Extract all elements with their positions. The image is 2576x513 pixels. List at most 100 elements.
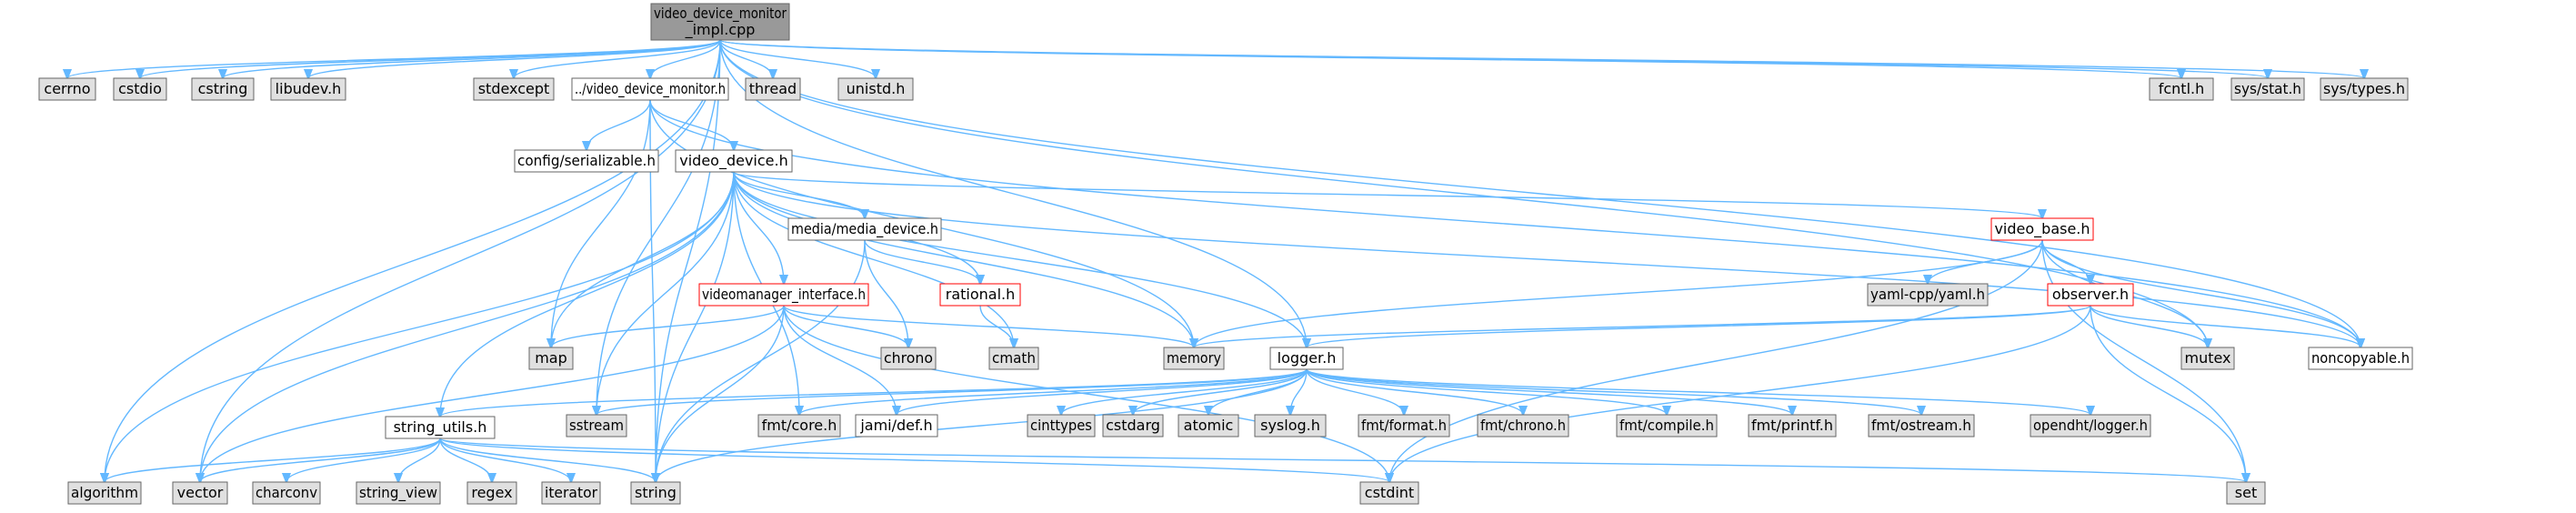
node-thread[interactable]: thread [745, 77, 801, 101]
node-logger[interactable]: logger.h [1269, 347, 1344, 370]
node-algorithm[interactable]: algorithm [67, 481, 142, 505]
node-cmath[interactable]: cmath [988, 347, 1039, 370]
edge-logger-to-jamidef [897, 368, 1308, 415]
node-systypes[interactable]: sys/types.h [2320, 77, 2409, 101]
node-cstdarg[interactable]: cstdarg [1102, 414, 1164, 438]
edge-videobase-to-noncopyable [2041, 239, 2360, 347]
node-sysstat[interactable]: sys/stat.h [2230, 77, 2305, 101]
node-fmtcompile-label: fmt/compile.h [1619, 417, 1714, 434]
node-string-label: string [635, 484, 677, 501]
node-mediadevice[interactable]: media/media_device.h [787, 217, 942, 241]
node-memory[interactable]: memory [1163, 347, 1225, 370]
node-fcntl-label: fcntl.h [2159, 80, 2205, 97]
node-cstring-label: cstring [198, 80, 248, 97]
node-jamidef[interactable]: jami/def.h [855, 414, 938, 438]
node-atomic[interactable]: atomic [1178, 414, 1239, 438]
node-cinttypes-label: cinttypes [1030, 417, 1092, 434]
node-set-label: set [2235, 484, 2257, 501]
node-iterator[interactable]: iterator [541, 481, 601, 505]
edge-root-to-libudev [308, 39, 721, 78]
node-yaml[interactable]: yaml-cpp/yaml.h [1867, 283, 1989, 307]
node-set[interactable]: set [2226, 481, 2266, 505]
node-vdm[interactable]: ../video_device_monitor.h [571, 77, 729, 101]
node-rational-label: rational.h [946, 286, 1016, 303]
edge-vminterface-to-memory [783, 305, 1194, 347]
node-rational-box [939, 283, 1021, 307]
edge-logger-to-sstream [596, 368, 1308, 415]
edge-logger-to-string [656, 368, 1308, 482]
node-atomic-label: atomic [1184, 417, 1234, 434]
edge-vdm-to-noncopyable [649, 99, 2360, 347]
edge-logger-to-fmtformat [1306, 368, 1404, 415]
node-unistd[interactable]: unistd.h [837, 77, 914, 101]
node-serializable[interactable]: config/serializable.h [514, 149, 659, 173]
node-cstdio-label: cstdio [118, 80, 162, 97]
node-cmath-label: cmath [992, 349, 1036, 367]
node-fmtostream[interactable]: fmt/ostream.h [1868, 414, 1975, 438]
node-serializable-box [514, 149, 659, 173]
node-charconv[interactable]: charconv [252, 481, 321, 505]
edge-logger-to-fmtchrono [1306, 368, 1523, 415]
node-noncopyable[interactable]: noncopyable.h [2308, 347, 2413, 370]
node-videodevice[interactable]: video_device.h [675, 149, 793, 173]
edge-vminterface-to-vector [200, 305, 785, 482]
node-syslog[interactable]: syslog.h [1254, 414, 1327, 438]
edge-logger-to-fmtostream [1306, 368, 1921, 415]
node-memory-box [1163, 347, 1225, 370]
node-serializable-label: config/serializable.h [517, 152, 656, 169]
node-vminterface[interactable]: videomanager_interface.h [698, 283, 869, 307]
edge-root-to-thread [719, 39, 773, 78]
node-fmtcore[interactable]: fmt/core.h [757, 414, 841, 438]
node-vector[interactable]: vector [172, 481, 228, 505]
node-map[interactable]: map [528, 347, 574, 370]
node-cstring[interactable]: cstring [191, 77, 255, 101]
node-fmtcompile[interactable]: fmt/compile.h [1616, 414, 1718, 438]
node-iterator-label: iterator [545, 484, 597, 501]
node-sstream-box [566, 414, 627, 438]
node-systypes-label: sys/types.h [2323, 80, 2405, 97]
edge-root-to-unistd [719, 39, 876, 78]
node-libudev[interactable]: libudev.h [270, 77, 346, 101]
edge-videodevice-to-mediadevice [733, 171, 865, 218]
node-cstdio-box [113, 77, 167, 101]
node-fmtostream-label: fmt/ostream.h [1871, 417, 1971, 434]
node-cstdint[interactable]: cstdint [1359, 481, 1419, 505]
edge-stringutils-to-cstdint [439, 438, 1389, 482]
node-algorithm-box [67, 481, 142, 505]
node-opendhtlogger[interactable]: opendht/logger.h [2030, 414, 2151, 438]
node-fmtformat[interactable]: fmt/format.h [1358, 414, 1450, 438]
node-fmtchrono[interactable]: fmt/chrono.h [1477, 414, 1569, 438]
node-cerrno[interactable]: cerrno [38, 77, 96, 101]
node-mutex-box [2180, 347, 2235, 370]
node-cstdio[interactable]: cstdio [113, 77, 167, 101]
node-stringutils[interactable]: string_utils.h [385, 416, 496, 439]
node-stringview[interactable]: string_view [356, 481, 441, 505]
node-mutex[interactable]: mutex [2180, 347, 2235, 370]
node-string[interactable]: string [630, 481, 681, 505]
node-fcntl[interactable]: fcntl.h [2149, 77, 2214, 101]
node-fcntl-box [2149, 77, 2214, 101]
node-sstream[interactable]: sstream [566, 414, 627, 438]
node-stdexcept[interactable]: stdexcept [473, 77, 555, 101]
edge-root-to-systypes [719, 39, 2364, 78]
node-rational[interactable]: rational.h [939, 283, 1021, 307]
node-vector-box [172, 481, 228, 505]
node-jamidef-box [855, 414, 938, 438]
edge-logger-to-cstdarg [1133, 368, 1308, 415]
edge-root-to-sstream [596, 39, 721, 415]
edge-videodevice-to-noncopyable [733, 171, 2360, 347]
edge-vminterface-to-jamidef [783, 305, 897, 415]
node-videobase-label: video_base.h [1994, 220, 2090, 238]
node-fmtprintf[interactable]: fmt/printf.h [1748, 414, 1837, 438]
node-cinttypes[interactable]: cinttypes [1027, 414, 1096, 438]
node-logger-label: logger.h [1278, 349, 1337, 367]
edge-vminterface-to-map [551, 305, 785, 347]
node-videobase[interactable]: video_base.h [1990, 217, 2094, 241]
node-root[interactable]: video_device_monitor_impl.cpp [650, 3, 790, 41]
node-regex[interactable]: regex [466, 481, 517, 505]
node-chrono[interactable]: chrono [880, 347, 937, 370]
node-opendhtlogger-label: opendht/logger.h [2033, 417, 2148, 434]
node-chrono-label: chrono [884, 349, 933, 367]
node-observer[interactable]: observer.h [2047, 283, 2134, 307]
